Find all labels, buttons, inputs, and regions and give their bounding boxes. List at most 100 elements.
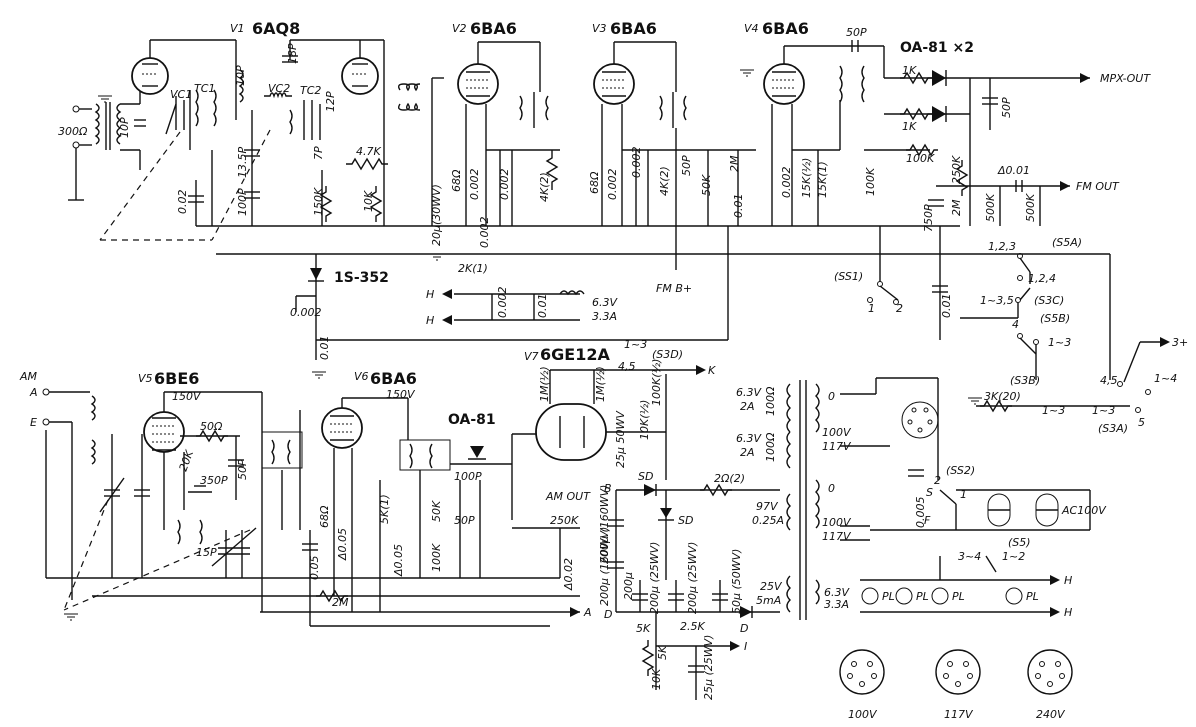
- am-out: AM OUT: [545, 490, 591, 503]
- res-1k-b-label: 1K: [902, 120, 917, 133]
- cap-delta-label: Δ0.01: [997, 164, 1030, 177]
- cap-50p-b-label: 50P: [1000, 97, 1013, 118]
- t-6-3v-a: 6.3V: [736, 386, 762, 399]
- s5-pos-12: 1~2: [1002, 550, 1025, 563]
- voltage-selector-sockets: 100V 117V 240V: [839, 649, 1073, 721]
- t-025a: 0.25A: [752, 514, 784, 527]
- cap-50u-label: 50μ (50WV): [730, 549, 743, 614]
- switch-ss2: (SS2): [946, 464, 975, 477]
- cap-18p-label: 18P: [286, 43, 299, 64]
- v6-res-68-label: 68Ω: [318, 505, 331, 528]
- mpx-out: MPX-OUT: [1100, 72, 1151, 85]
- fm-antenna-input: 300Ω 10P: [58, 90, 146, 201]
- res-150k-label: 150K: [312, 187, 325, 216]
- res-2m-b-label: 2M: [950, 199, 963, 216]
- ac-100v-outlet: AC100V: [1061, 504, 1107, 517]
- power-supply-rectifier: B SD SD 2Ω(2) 200μ (160WV) 200μ (160WV) …: [598, 470, 780, 700]
- cap-12p-label: 12P: [324, 91, 337, 112]
- cap-200u-a-label: 200μ (160WV): [598, 485, 611, 564]
- primary-0-b: 0: [828, 482, 835, 495]
- cap-50p-a-label: 50P: [680, 155, 693, 176]
- pilot-lamp-3: PL: [952, 590, 965, 603]
- res-1m-b-label: 1M(½): [594, 366, 607, 402]
- tube-v1: V1 6AQ8: [131, 19, 385, 226]
- node-b: B: [604, 482, 612, 495]
- res-10k-label: 10K: [362, 190, 375, 212]
- cap-750p-label: 750P: [922, 204, 935, 232]
- s3a-pos-5: 5: [1138, 416, 1145, 429]
- v3-cap-0002-label: 0.002: [606, 169, 619, 201]
- s3d-pos-13: 1~3: [624, 338, 647, 351]
- v3-ref: V3: [592, 22, 607, 35]
- res-10k-half-label: 10K(½): [638, 400, 651, 440]
- fm-out: FM OUT: [1076, 180, 1120, 193]
- am-terminal-a: A: [29, 386, 38, 399]
- ground-symbols: [64, 69, 982, 621]
- cap-25u-label: 25μ 50WV: [614, 410, 627, 468]
- res-10k-b-label: 10K: [650, 668, 663, 690]
- heater-h1: H: [426, 288, 434, 301]
- cap-350p-label: 350P: [200, 474, 228, 487]
- v1-ref: V1: [230, 22, 245, 35]
- res-1m-a-label: 1M(½): [538, 366, 551, 402]
- t-5ma: 5mA: [756, 594, 781, 607]
- res-100k-d-label: 100K(½): [650, 359, 663, 406]
- tc2-label: TC2: [300, 84, 321, 97]
- switch-s3b: (S3B): [1010, 374, 1040, 387]
- cap-15p-label: 15P: [196, 546, 217, 559]
- cap-50p-d-label: 50P: [454, 514, 475, 527]
- fm-antenna-impedance: 300Ω: [58, 125, 88, 138]
- node-k: K: [708, 364, 716, 377]
- v3-cap-0002b-label: 0.002: [630, 147, 643, 179]
- fm-output-network: FM OUT 250K 750P 2M 500K 500K Δ0.01: [922, 155, 1120, 232]
- cap-10p-label: 10P: [234, 65, 247, 86]
- s5b-pos4: 4: [1012, 318, 1019, 331]
- cap-200u-c-label: 200μ (25WV): [648, 542, 661, 614]
- cap-25u-b-label: 25μ (25WV): [702, 635, 715, 700]
- ss2-pos2: 2: [934, 474, 941, 487]
- fm-b-plus: FM B+: [656, 282, 692, 295]
- fm-rf-tuning: VC1 TC1 VC2 TC2 10P 18P 12P 7P 13.5P 100…: [99, 40, 388, 241]
- res-100k-c-label: 100K: [430, 543, 443, 572]
- power-switch-lamps: (SS2) 2 1 S F AC100V 0.005 (S5) 3~4 1~2 …: [860, 464, 1107, 619]
- cap-0002-g-label: 0.002: [496, 287, 509, 319]
- switch-ss1: (SS1): [834, 270, 863, 283]
- cap-001-c-label: 0.01: [318, 336, 331, 361]
- v4-ref: V4: [744, 22, 759, 35]
- vc1-label: VC1: [170, 88, 192, 101]
- cap-d005-a-label: Δ0.05: [336, 528, 349, 561]
- v2-ref: V2: [452, 22, 467, 35]
- cap-001-label: 0.01: [732, 194, 745, 219]
- cap-0002-f-label: 0.002: [290, 306, 322, 319]
- s3a-pos-13: 1~3: [1092, 404, 1115, 417]
- switch-s5a: (S5A): [1052, 236, 1082, 249]
- cap-d002-label: Δ0.02: [562, 558, 575, 591]
- socket-100v: 100V: [848, 708, 878, 721]
- switch-s5b: (S5B): [1040, 312, 1070, 325]
- ss2-pos1: 1: [960, 488, 967, 501]
- tube-v4: V4 6BA6 50P 0.002 15K(½) 15K(1) 100K: [744, 19, 885, 226]
- res-1k-a-label: 1K: [902, 64, 917, 77]
- res-500k-a-label: 500K: [984, 193, 997, 222]
- diode-sd3: D: [740, 622, 748, 635]
- cap-d005-c-label: 0.05: [308, 556, 321, 581]
- socket-117v: 117V: [944, 708, 974, 721]
- am-terminal-e: E: [30, 416, 37, 429]
- v2-cap-0002-label: 0.002: [468, 169, 481, 201]
- res-3k-label: 3K(20): [984, 390, 1021, 403]
- diode-sd2: SD: [678, 514, 693, 527]
- tc1-label: TC1: [194, 82, 215, 95]
- fm-detector-diodes: OA-81 ×2: [900, 40, 974, 56]
- heater-current: 3.3A: [592, 310, 617, 323]
- cap-200u-d-label: 200μ (25WV): [686, 542, 699, 614]
- node-3-plus: 3+: [1172, 336, 1188, 349]
- v2-cap-0002b-label: 0.002: [498, 169, 511, 201]
- am-section: AM A E A 2M V: [19, 369, 592, 627]
- pilot-lamp-1: PL: [882, 590, 895, 603]
- if-transformers: [397, 65, 865, 128]
- cap-100p-b-label: 100P: [454, 470, 482, 483]
- s5a-pos: 1,2,3: [988, 240, 1016, 253]
- res-250k-b-label: 250K: [550, 514, 579, 527]
- cap-50p-c-label: 50P: [236, 459, 249, 480]
- vc2-label: VC2: [268, 82, 290, 95]
